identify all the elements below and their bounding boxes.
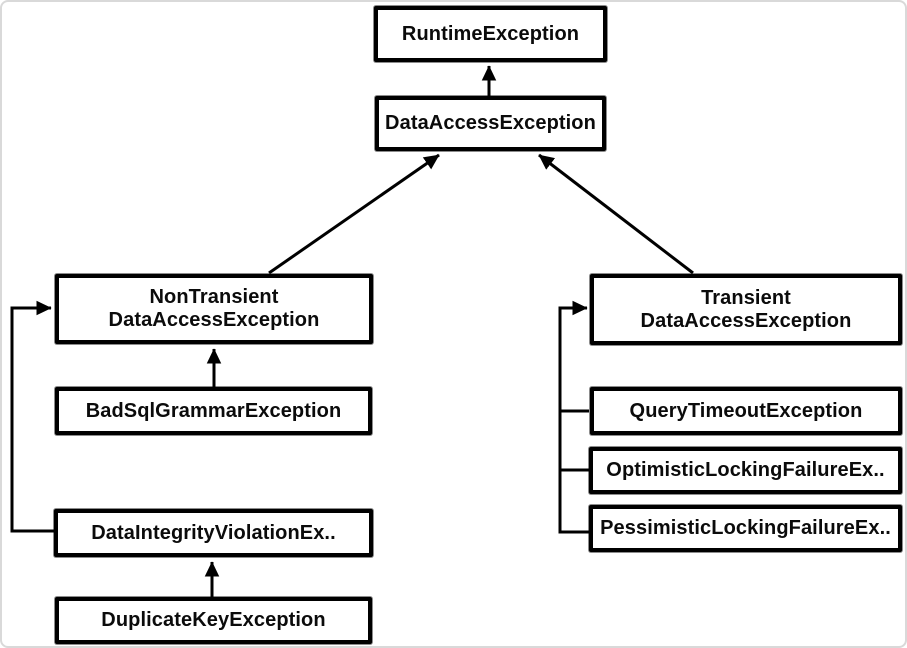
- edge-nontransient-to-dataaccess: [268, 153, 440, 275]
- node-label-line1: NonTransient: [149, 286, 279, 308]
- node-query-timeout-exception: QueryTimeoutException: [590, 387, 902, 435]
- node-runtime-exception: RuntimeException: [374, 6, 607, 62]
- node-label: DataAccessException: [385, 112, 596, 134]
- node-label: BadSqlGrammarException: [85, 399, 342, 422]
- node-label: RuntimeException: [401, 22, 580, 45]
- node-data-integrity-violation-exception: DataIntegrityViolationEx..: [54, 509, 373, 557]
- node-pessimistic-locking-failure-exception: PessimisticLockingFailureEx..: [589, 505, 902, 552]
- node-optimistic-locking-failure-exception: OptimisticLockingFailureEx..: [589, 447, 902, 494]
- node-data-access-exception: DataAccessException: [375, 96, 606, 151]
- node-label: OptimisticLockingFailureEx..: [606, 459, 885, 481]
- node-label: DataIntegrityViolationEx..: [91, 521, 336, 544]
- edge-transient-to-dataaccess: [538, 153, 694, 275]
- node-transient-data-access-exception: Transient DataAccessException: [590, 274, 902, 345]
- edge-right-trunk-to-transient: [558, 300, 589, 534]
- edge-dataintegrity-to-nontransient: [10, 300, 54, 533]
- node-label: QueryTimeoutException: [629, 399, 863, 422]
- node-bad-sql-grammar-exception: BadSqlGrammarException: [55, 387, 372, 435]
- node-duplicate-key-exception: DuplicateKeyException: [55, 597, 372, 644]
- node-label-line2: DataAccessException: [108, 309, 320, 331]
- node-label-line2: DataAccessException: [640, 309, 852, 332]
- node-label-line1: Transient: [701, 286, 791, 309]
- node-non-transient-data-access-exception: NonTransient DataAccessException: [55, 274, 373, 344]
- node-label: DuplicateKeyException: [101, 609, 326, 631]
- node-label: PessimisticLockingFailureEx..: [600, 517, 891, 539]
